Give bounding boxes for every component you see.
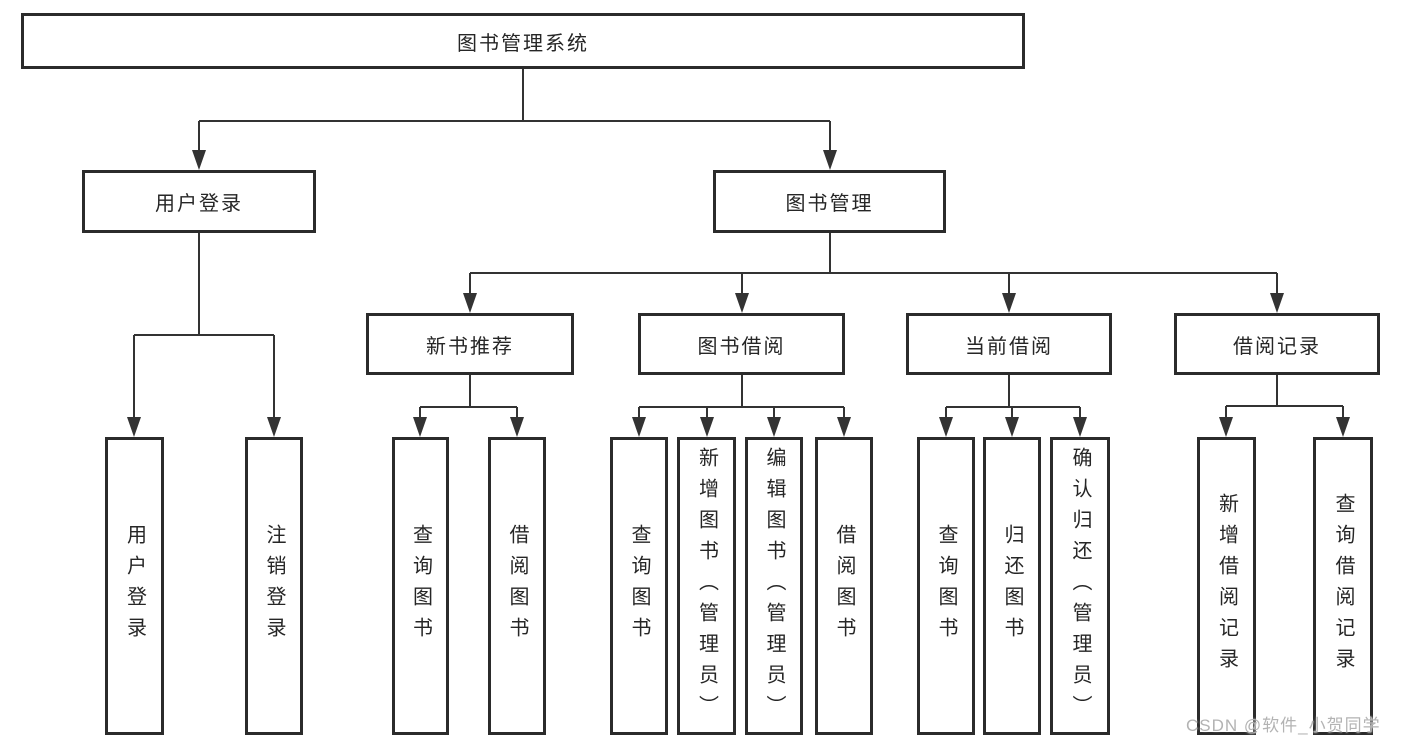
node-login_user-label: 用户登录 [123, 524, 146, 648]
connector-line [638, 407, 640, 419]
connector-line [773, 407, 775, 419]
node-history: 借阅记录 [1174, 313, 1380, 375]
connector-line [273, 335, 275, 419]
connector-line [419, 407, 421, 419]
node-rec_borrow: 借阅图书 [488, 437, 546, 735]
node-bor_add-label: 新增图书（管理员） [695, 446, 718, 726]
node-login_logout-label: 注销登录 [263, 524, 285, 648]
node-login_user: 用户登录 [105, 437, 164, 735]
connector-line [134, 334, 274, 336]
arrowhead-icon [463, 293, 477, 313]
node-rec: 新书推荐 [366, 313, 574, 375]
node-cur_confirm-label: 确认归还（管理员） [1069, 446, 1091, 726]
connector-line [1008, 375, 1010, 407]
arrowhead-icon [735, 293, 749, 313]
arrowhead-icon [510, 417, 524, 437]
arrowhead-icon [192, 150, 206, 170]
connector-line [829, 121, 831, 152]
arrowhead-icon [267, 417, 281, 437]
connector-line [945, 407, 947, 419]
arrowhead-icon [632, 417, 646, 437]
node-cur_query: 查询图书 [917, 437, 975, 735]
connector-line [420, 406, 517, 408]
node-mgmt: 图书管理 [713, 170, 946, 233]
node-rec_borrow-label: 借阅图书 [506, 524, 528, 648]
connector-line [470, 272, 1277, 274]
connector-line [133, 335, 135, 419]
node-bor_edit-label: 编辑图书（管理员） [763, 446, 785, 726]
arrowhead-icon [1073, 417, 1087, 437]
node-rec_query-label: 查询图书 [409, 524, 432, 648]
node-root: 图书管理系统 [21, 13, 1025, 69]
node-his_add-label: 新增借阅记录 [1215, 493, 1238, 679]
node-cur_query-label: 查询图书 [935, 524, 957, 648]
node-current: 当前借阅 [906, 313, 1112, 375]
connector-line [516, 407, 518, 419]
node-bor_edit: 编辑图书（管理员） [745, 437, 803, 735]
node-cur_return-label: 归还图书 [1001, 524, 1023, 648]
connector-line [946, 406, 1080, 408]
arrowhead-icon [1336, 417, 1350, 437]
node-bor_borrow-label: 借阅图书 [833, 524, 855, 648]
connector-line [1276, 375, 1278, 406]
node-bor_borrow: 借阅图书 [815, 437, 873, 735]
node-borrow: 图书借阅 [638, 313, 845, 375]
arrowhead-icon [127, 417, 141, 437]
arrowhead-icon [1002, 293, 1016, 313]
connector-line [639, 406, 844, 408]
node-cur_return: 归还图书 [983, 437, 1041, 735]
node-login_logout: 注销登录 [245, 437, 303, 735]
node-bor_query-label: 查询图书 [628, 524, 650, 648]
arrowhead-icon [823, 150, 837, 170]
connector-line [843, 407, 845, 419]
connector-line [198, 121, 200, 152]
connector-line [1079, 407, 1081, 419]
arrowhead-icon [700, 417, 714, 437]
watermark: CSDN @软件_小贺同学 [1186, 716, 1381, 735]
connector-line [198, 233, 200, 335]
node-cur_confirm: 确认归还（管理员） [1050, 437, 1110, 735]
connector-line [469, 273, 471, 295]
connector-line [522, 69, 524, 121]
node-rec_query: 查询图书 [392, 437, 449, 735]
connector-line [469, 375, 471, 407]
connector-line [1011, 407, 1013, 419]
node-bor_add: 新增图书（管理员） [677, 437, 736, 735]
arrowhead-icon [413, 417, 427, 437]
node-bor_query: 查询图书 [610, 437, 668, 735]
node-his_query-label: 查询借阅记录 [1332, 493, 1354, 679]
arrowhead-icon [767, 417, 781, 437]
arrowhead-icon [1270, 293, 1284, 313]
connector-line [741, 375, 743, 407]
connector-line [706, 407, 708, 419]
connector-line [829, 233, 831, 273]
connector-line [1225, 406, 1227, 419]
connector-line [1008, 273, 1010, 295]
connector-line [1276, 273, 1278, 295]
arrowhead-icon [939, 417, 953, 437]
node-login: 用户登录 [82, 170, 316, 233]
connector-line [1342, 406, 1344, 419]
connector-line [199, 120, 830, 122]
connector-line [1226, 405, 1343, 407]
arrowhead-icon [837, 417, 851, 437]
arrowhead-icon [1219, 417, 1233, 437]
node-his_query: 查询借阅记录 [1313, 437, 1373, 735]
connector-line [741, 273, 743, 295]
node-his_add: 新增借阅记录 [1197, 437, 1256, 735]
arrowhead-icon [1005, 417, 1019, 437]
